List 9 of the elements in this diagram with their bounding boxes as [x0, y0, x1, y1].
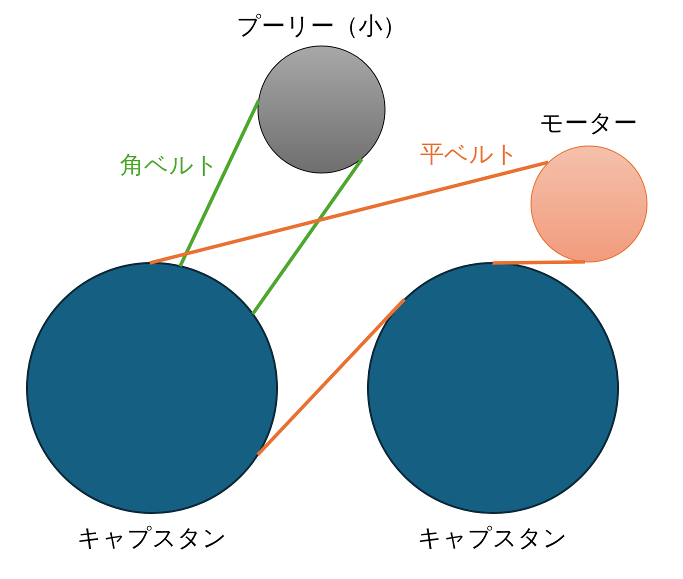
belt-line: [178, 99, 260, 267]
part-label: キャプスタン: [77, 524, 227, 553]
part-label: モーター: [540, 109, 638, 138]
part-label: キャプスタン: [418, 524, 568, 553]
belt-line: [256, 298, 406, 456]
belt-line: [251, 158, 364, 315]
belt-line: [149, 160, 549, 265]
part-label: プーリー（小）: [236, 12, 406, 40]
belt-line: [492, 260, 586, 265]
